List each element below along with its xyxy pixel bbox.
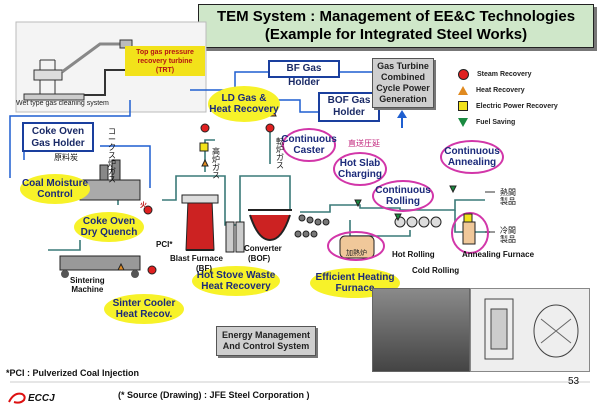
converter-abbr: (BOF) [248,254,271,263]
caster-rolls [294,214,330,238]
sintering-drawing [59,255,141,278]
eccj-logo: ECCJ [6,390,55,406]
bf-gas-label: 高炉ガス [212,147,220,180]
efficient-heating-furnace: Efficient Heating Furnace [310,268,400,298]
direct-transfer-label: 直送圧延 [348,139,380,148]
green-triangle-icon [458,117,468,127]
schematic-drawing [484,298,579,360]
legend-item-steam: Steam Recovery [458,66,598,82]
page-number: 53 [568,376,580,387]
footnote: *PCI : Pulverized Coal Injection [6,368,140,378]
process-arrows [485,191,495,233]
hot-rolling-label: Hot Rolling [392,250,435,259]
continuous-rolling: Continuous Rolling [372,180,434,212]
logo-text: ECCJ [28,392,55,404]
page-title: TEM System : Management of EE&C Technolo… [198,4,594,48]
red-circle-icon [458,68,469,80]
sintering-machine-label: Sintering Machine [70,276,105,294]
pci-label: PCI* [156,240,173,249]
coal-label: 原料炭 [54,153,78,162]
fire-label: 火 [140,202,147,209]
cold-rolling-label: Cold Rolling [412,266,460,275]
reheating-furnace-photo [372,288,470,372]
converter-label: Converter [244,244,282,253]
converter-gas-label: 転炉ガス [276,137,284,170]
continuous-annealing: Continuous Annealing [440,140,504,174]
source-note: (* Source (Drawing) : JFE Steel Corporat… [118,390,310,400]
converter-drawing [248,209,292,242]
coke-gas-label: コークス炉ガス [108,127,116,184]
bf-gas-holder: BF Gas Holder [268,60,340,88]
highlight-ellipses [327,212,489,261]
continuous-caster: Continuous Caster [281,128,337,162]
legend-item-power: Electric Power Recovery [458,98,598,114]
reheat-label: 加熱炉 [346,250,367,257]
fuel-saving-markers [354,185,457,222]
hot-stove-drawing [225,221,245,253]
power-recovery-markers [199,142,473,223]
yellow-square-icon [458,101,468,111]
hot-rolling-drawing [394,216,442,228]
legend: Steam Recovery Heat Recovery Electric Po… [458,66,598,130]
cold-product-label: 冷間 製品 [500,226,516,244]
up-arrow-icon [397,110,407,128]
hot-slab-charging: Hot Slab Charging [333,152,387,186]
blast-furnace-abbr: (BF) [196,264,212,273]
hot-product-label: 熱間 製品 [500,188,516,206]
title-line1: TEM System : Management of EE&C Technolo… [216,8,576,25]
logo-swirl-icon [8,392,26,404]
energy-management-system: Energy Management And Control System [216,326,316,356]
title-line2: (Example for Integrated Steel Works) [264,26,528,43]
sinter-cooler-heat-recovery: Sinter Cooler Heat Recov. [104,294,184,324]
orange-triangle-icon [458,85,468,95]
legend-item-fuel: Fuel Saving [458,114,598,130]
blast-furnace-label: Blast Furnace [170,254,223,263]
annealing-furnace-label: Annealing Furnace [462,250,535,259]
ld-gas-heat-recovery: LD Gas & Heat Recovery [208,86,280,122]
blast-furnace-drawing [181,194,219,251]
trt-label: Top gas pressure recovery turbine (TRT) [125,46,205,76]
annealing-furnace-schematic [470,288,590,372]
hot-stove-waste-heat-recovery: Hot Stove Waste Heat Recovery [192,266,280,296]
coal-moisture-control: Coal Moisture Control [20,174,90,204]
legend-item-heat: Heat Recovery [458,82,598,98]
coke-oven-gas-holder: Coke Oven Gas Holder [22,122,94,152]
reheating-furnace-drawing [339,235,375,259]
gas-turbine-box: Gas Turbine Combined Cycle Power Generat… [372,58,434,108]
wet-gas-label: Wet type gas cleaning system [16,100,109,107]
annealing-furnace-drawing [462,221,476,245]
steam-recovery-markers [143,123,275,275]
bof-gas-holder: BOF Gas Holder [318,92,380,122]
coke-oven-dry-quench: Coke Oven Dry Quench [74,212,144,242]
